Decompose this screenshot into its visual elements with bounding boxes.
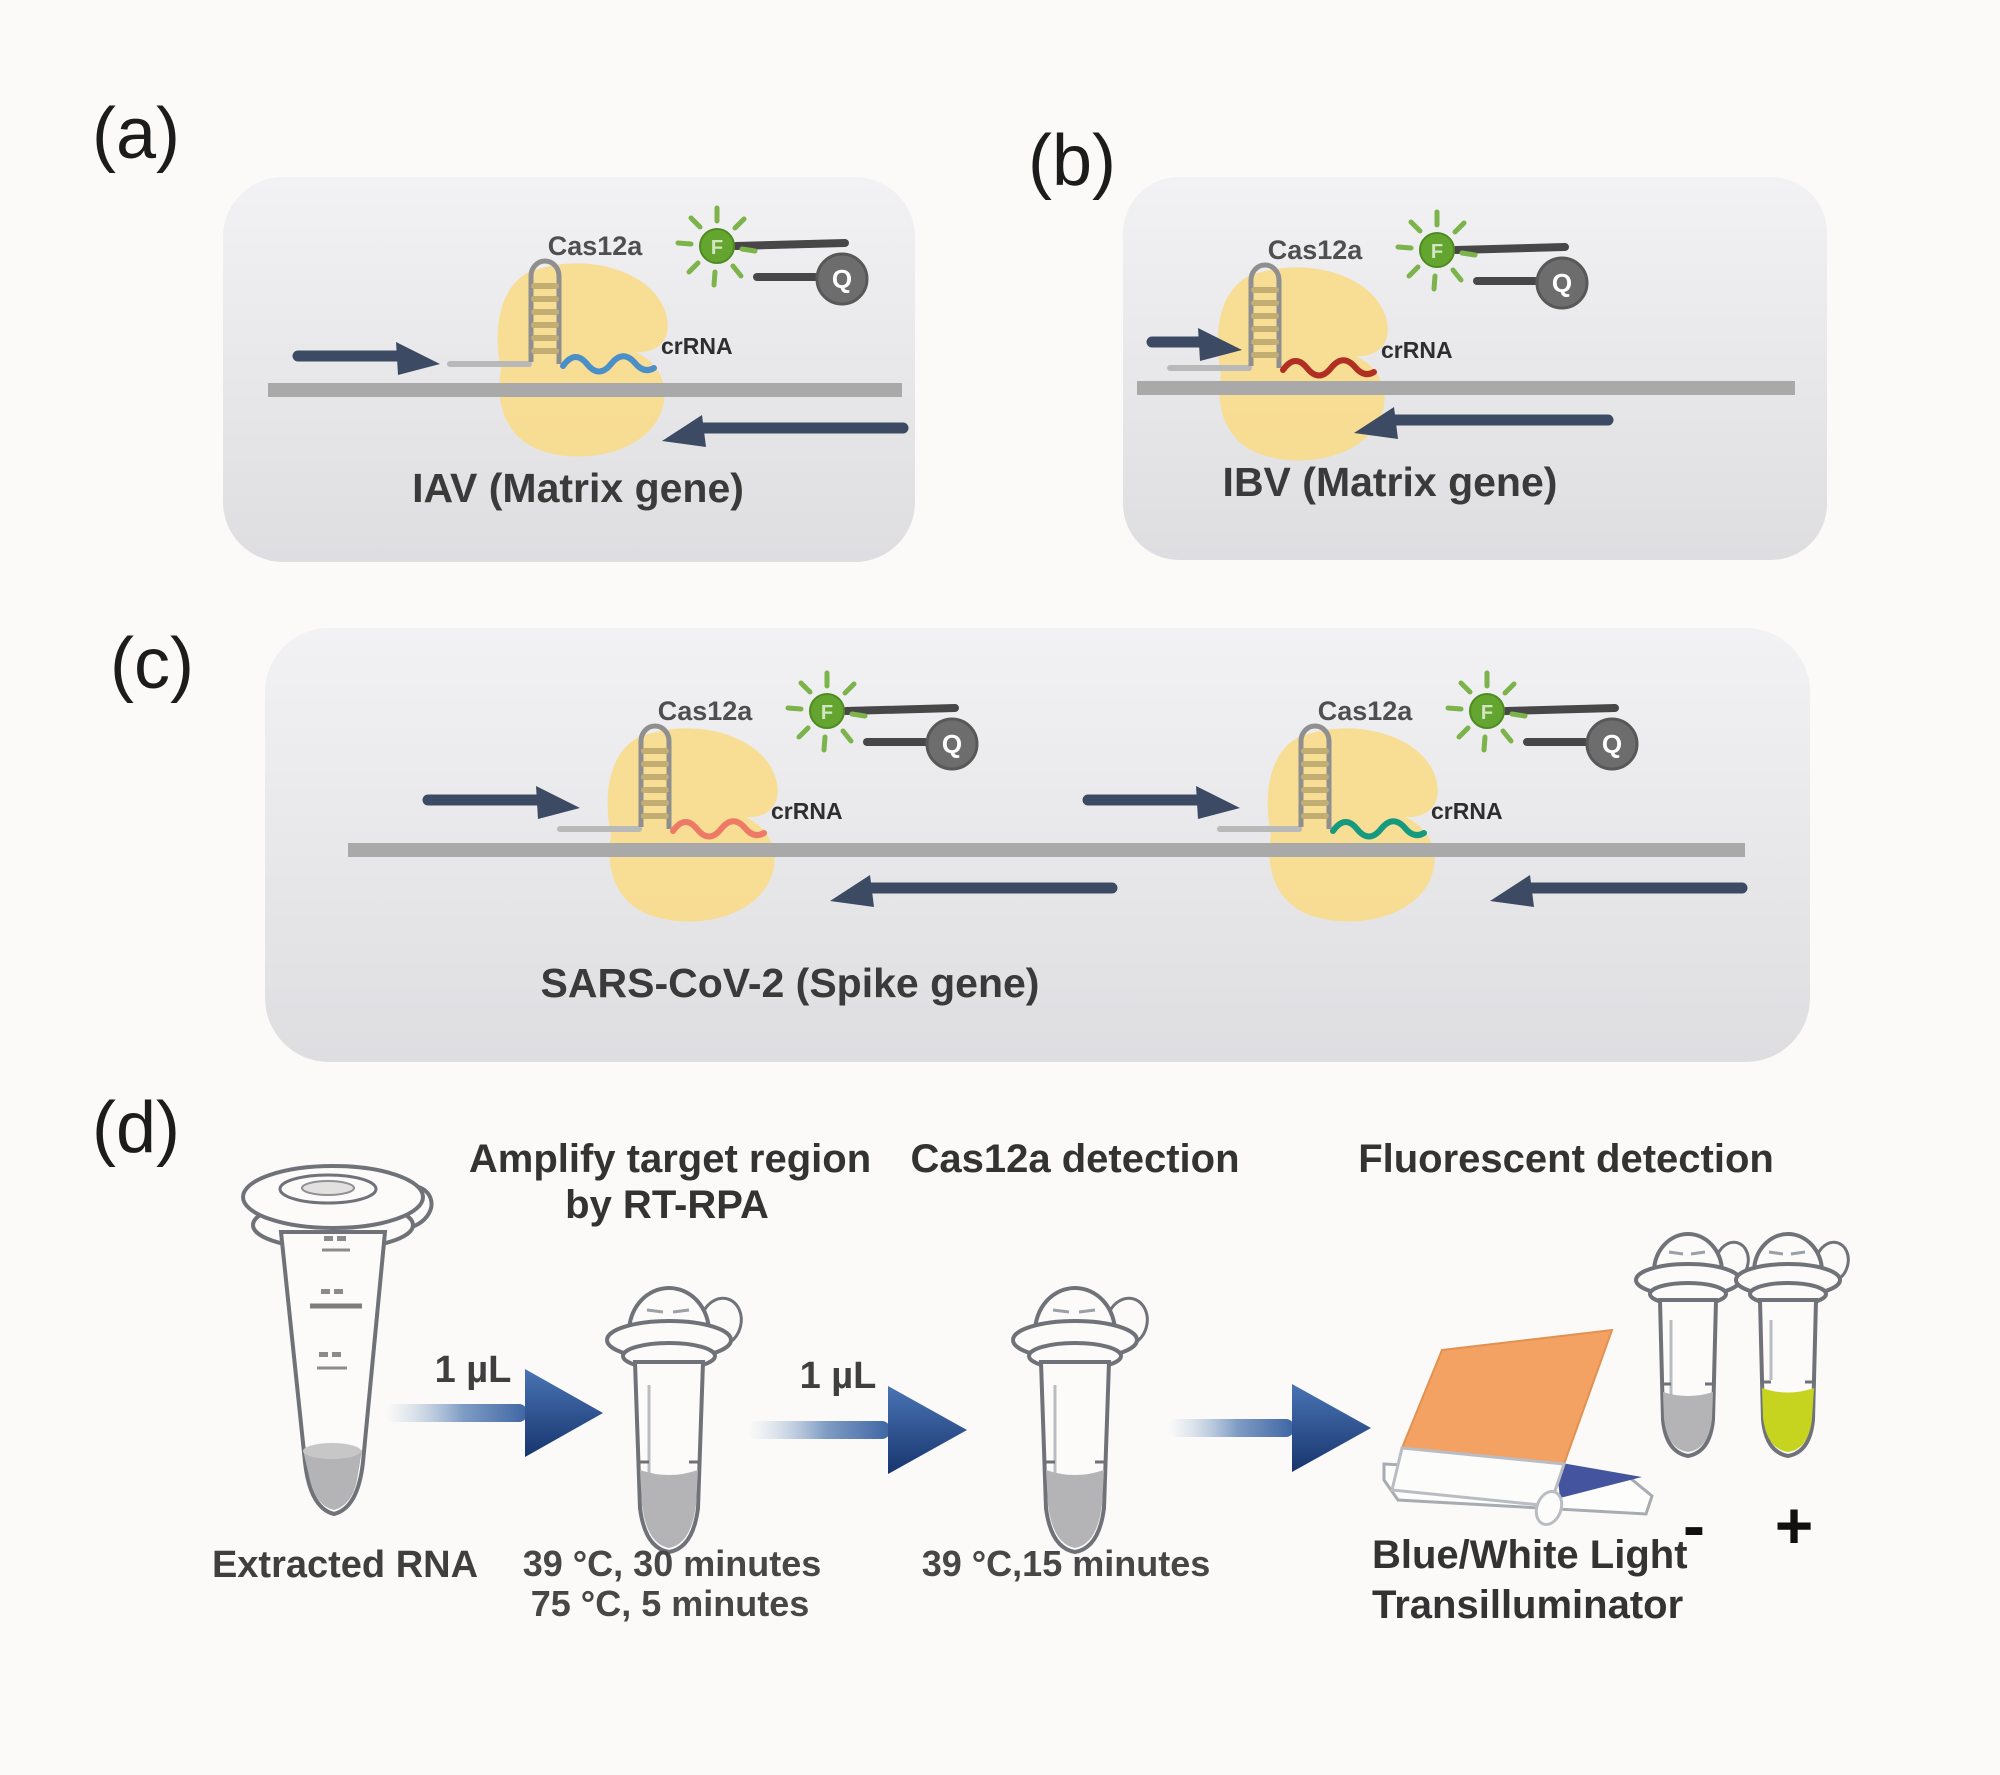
step2-conditions: 39 °C,15 minutes (922, 1543, 1211, 1584)
fluorophore-icon: F (1445, 670, 1619, 753)
crrna-hairpin-icon (638, 723, 672, 829)
quencher-icon: Q (1473, 256, 1589, 310)
negative-result-tube-icon (1634, 1232, 1750, 1459)
step1-conditions-line2: 75 °C, 5 minutes (531, 1583, 810, 1624)
template-strand (1137, 381, 1795, 395)
crrna-label: crRNA (661, 333, 733, 359)
crrna-hairpin-icon (1298, 723, 1332, 829)
cas12a-complex: Cas12a crRNA F Q (1167, 209, 1589, 379)
crrna-wave (560, 353, 657, 375)
template-strand (268, 383, 902, 397)
quencher-icon: Q (1523, 717, 1639, 771)
rt-rpa-tube-icon (605, 1286, 743, 1555)
step1-title-line1: Amplify target region (469, 1137, 871, 1181)
crrna-wave (1280, 357, 1377, 379)
reverse-primer (662, 415, 909, 447)
quencher-letter: Q (942, 729, 962, 759)
step3-title: Fluorescent detection (1358, 1137, 1774, 1181)
quencher-icon: Q (863, 717, 979, 771)
cas12a-label: Cas12a (658, 696, 754, 726)
step1-conditions-line1: 39 °C, 30 minutes (523, 1543, 822, 1584)
transilluminator-icon (1382, 1328, 1654, 1526)
panel-b-caption: IBV (Matrix gene) (1223, 459, 1558, 505)
cas12a-complex: Cas12a crRNA F Q (557, 670, 979, 840)
fluorophore-icon: F (1395, 209, 1569, 292)
reverse-primer (1490, 875, 1748, 907)
template-strand (348, 843, 1745, 857)
cas12a-complex: Cas12a crRNA F Q (1217, 670, 1639, 840)
device-label-line1: Blue/White Light (1372, 1533, 1688, 1577)
forward-primer (1146, 328, 1242, 361)
fluorophore-letter: F (711, 237, 723, 259)
cas12a-label: Cas12a (548, 231, 644, 261)
forward-primer (422, 786, 580, 819)
fluorophore-icon: F (675, 205, 849, 288)
arrow-right-icon (748, 1386, 967, 1474)
panel-a-caption: IAV (Matrix gene) (412, 465, 744, 511)
fluorophore-letter: F (821, 702, 833, 724)
transfer2-label: 1 µL (800, 1355, 877, 1397)
cas12a-complex: Cas12a crRNA F Q (447, 205, 869, 375)
forward-primer (292, 342, 440, 375)
step2-title: Cas12a detection (910, 1137, 1239, 1181)
panel-b-tag: (b) (1028, 121, 1116, 201)
crrna-label: crRNA (1381, 337, 1453, 363)
quencher-letter: Q (1552, 268, 1572, 298)
step1-title-line2: by RT-RPA (565, 1183, 769, 1227)
negative-sign: - (1683, 1488, 1705, 1562)
panel-a-tag: (a) (92, 94, 180, 174)
panel-c-tag: (c) (110, 624, 194, 704)
crrna-label: crRNA (771, 798, 843, 824)
quencher-letter: Q (1602, 729, 1622, 759)
fluorophore-letter: F (1481, 702, 1493, 724)
arrow-right-icon (385, 1369, 603, 1457)
crrna-hairpin-icon (528, 258, 562, 364)
extracted-rna-tube-icon (241, 1164, 434, 1517)
reverse-primer (830, 875, 1118, 907)
quencher-letter: Q (832, 264, 852, 294)
cas12a-detection-tube-icon (1011, 1286, 1149, 1555)
fluorophore-letter: F (1431, 241, 1443, 263)
crrna-wave (1330, 818, 1427, 840)
panel-c-caption: SARS-CoV-2 (Spike gene) (541, 960, 1040, 1006)
panel-d-tag: (d) (92, 1088, 180, 1168)
fluorophore-icon: F (785, 670, 959, 753)
device-label-line2: Transilluminator (1372, 1583, 1683, 1627)
positive-result-tube-icon (1734, 1232, 1850, 1459)
arrow-right-icon (1168, 1384, 1371, 1472)
crrna-hairpin-icon (1248, 262, 1282, 368)
source-label: Extracted RNA (212, 1544, 478, 1586)
reverse-primer (1354, 407, 1614, 439)
transfer1-label: 1 µL (435, 1349, 512, 1391)
crrna-label: crRNA (1431, 798, 1503, 824)
crrna-wave (670, 818, 767, 840)
cas12a-label: Cas12a (1268, 235, 1364, 265)
positive-sign: + (1775, 1488, 1814, 1562)
quencher-icon: Q (753, 252, 869, 306)
forward-primer (1082, 786, 1240, 819)
cas12a-label: Cas12a (1318, 696, 1414, 726)
volume-graduations (310, 1236, 362, 1370)
